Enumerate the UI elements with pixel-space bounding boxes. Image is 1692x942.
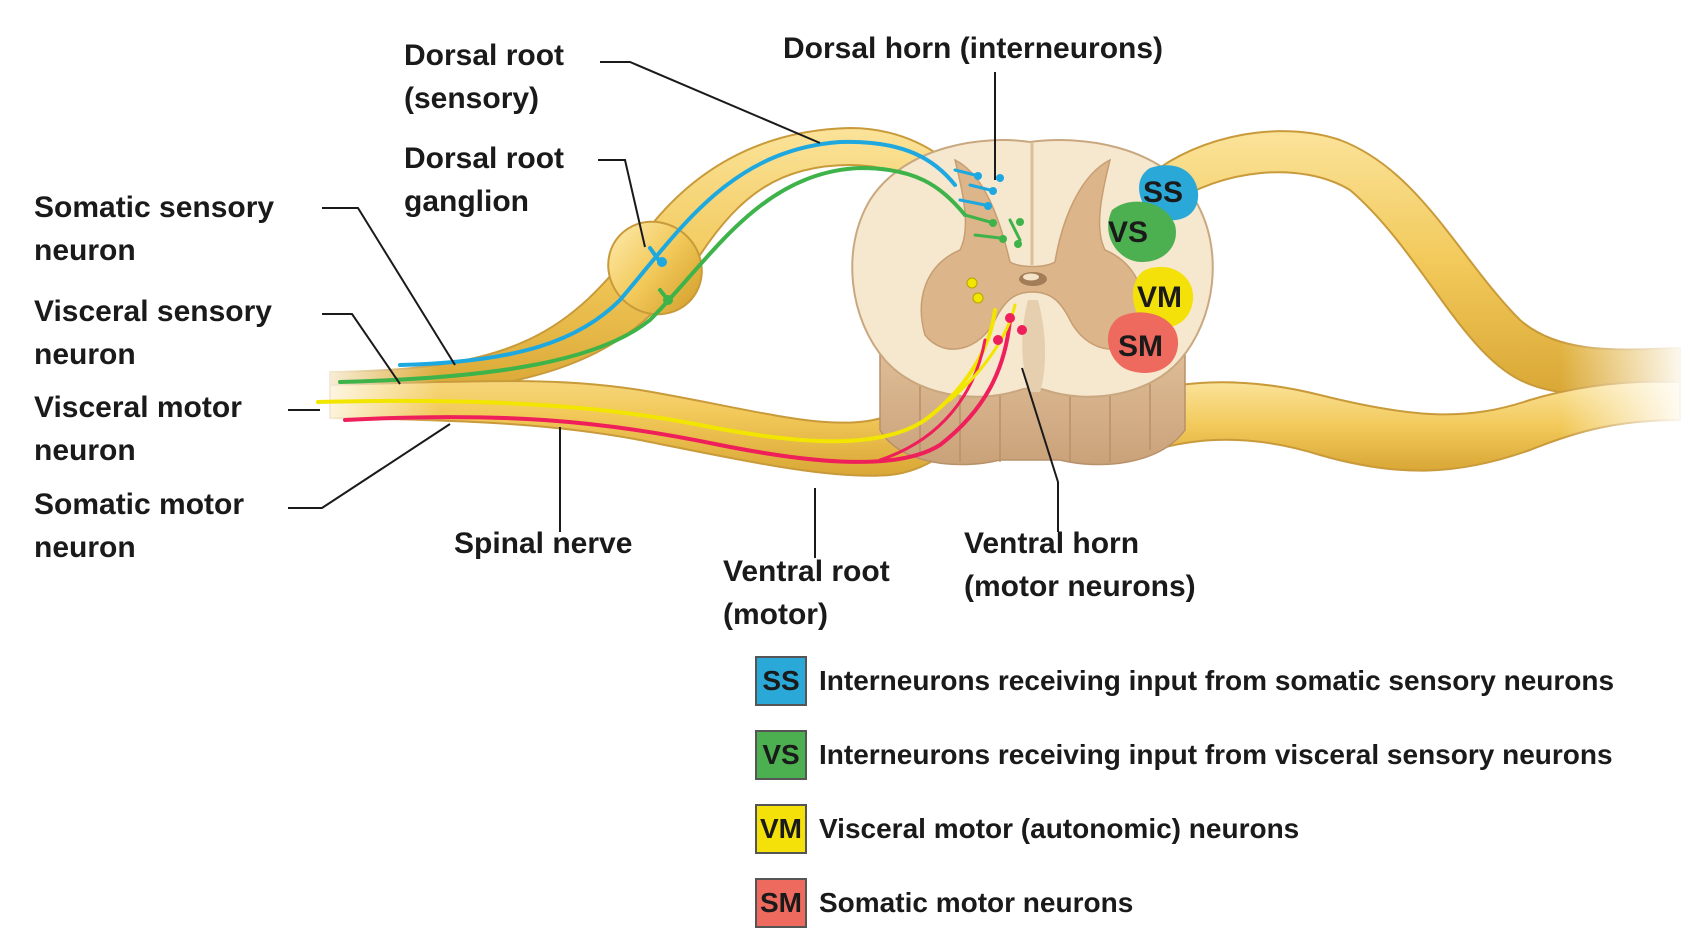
label-visceral-sensory-neuron: Visceral sensory neuron <box>34 290 272 376</box>
region-sm-label: SM <box>1118 330 1163 363</box>
legend-swatch-ss: SS <box>755 656 807 706</box>
label-vmn-line2: neuron <box>34 434 136 467</box>
label-dorsal-root: Dorsal root (sensory) <box>404 34 564 120</box>
label-ventral-root: Ventral root (motor) <box>723 550 890 636</box>
region-vs-label: VS <box>1108 216 1148 249</box>
legend-swatch-sm: SM <box>755 878 807 928</box>
label-dorsal-root-ganglion: Dorsal root ganglion <box>404 137 564 223</box>
right-spinal-nerve <box>1123 130 1692 480</box>
region-vs: VS <box>1108 201 1176 262</box>
label-vsn-line1: Visceral sensory <box>34 295 272 328</box>
label-spinal-nerve: Spinal nerve <box>454 527 633 560</box>
label-drg-line1: Dorsal root <box>404 142 565 175</box>
legend-swatch-vs: VS <box>755 730 807 780</box>
label-smn-line2: neuron <box>34 531 136 564</box>
label-ssn-line2: neuron <box>34 234 136 267</box>
label-ventral-horn-line2: (motor neurons) <box>964 570 1196 603</box>
label-dorsal-root-line2: (sensory) <box>404 82 540 115</box>
label-vmn-line1: Visceral motor <box>34 391 242 424</box>
legend-text-vs: Interneurons receiving input from viscer… <box>819 739 1613 770</box>
label-ventral-root-line2: (motor) <box>723 598 828 631</box>
legend-text-sm: Somatic motor neurons <box>819 887 1134 918</box>
region-vm-label: VM <box>1137 281 1182 314</box>
region-sm: SM <box>1107 312 1179 373</box>
left-spinal-nerve <box>300 126 1002 477</box>
neuron-pathways <box>316 139 1027 464</box>
leader-lines <box>288 61 1059 558</box>
legend-text-vm: Visceral motor (autonomic) neurons <box>819 813 1300 844</box>
label-vsn-line2: neuron <box>34 338 136 371</box>
label-smn-line1: Somatic motor <box>34 488 245 521</box>
visceral-motor-neuron-line <box>316 308 997 444</box>
somatic-motor-neuron-line <box>343 318 1012 464</box>
legend-text-ss: Interneurons receiving input from somati… <box>819 665 1615 696</box>
label-ventral-root-line1: Ventral root <box>723 555 890 588</box>
visceral-sensory-neuron-line <box>338 165 967 384</box>
label-somatic-sensory-neuron: Somatic sensory neuron <box>34 186 274 272</box>
somatic-sensory-neuron-line <box>398 139 957 367</box>
legend-swatch-vm: VM <box>755 804 807 854</box>
label-visceral-motor-neuron: Visceral motor neuron <box>34 386 242 472</box>
label-ventral-horn: Ventral horn (motor neurons) <box>964 522 1196 608</box>
label-ventral-horn-line1: Ventral horn <box>964 527 1140 560</box>
region-vm: VM <box>1132 266 1194 329</box>
label-dorsal-root-line1: Dorsal root <box>404 39 565 72</box>
label-somatic-motor-neuron: Somatic motor neuron <box>34 483 244 569</box>
label-dorsal-horn: Dorsal horn (interneurons) <box>783 32 1164 65</box>
label-ssn-line1: Somatic sensory <box>34 191 275 224</box>
label-drg-line2: ganglion <box>404 185 529 218</box>
